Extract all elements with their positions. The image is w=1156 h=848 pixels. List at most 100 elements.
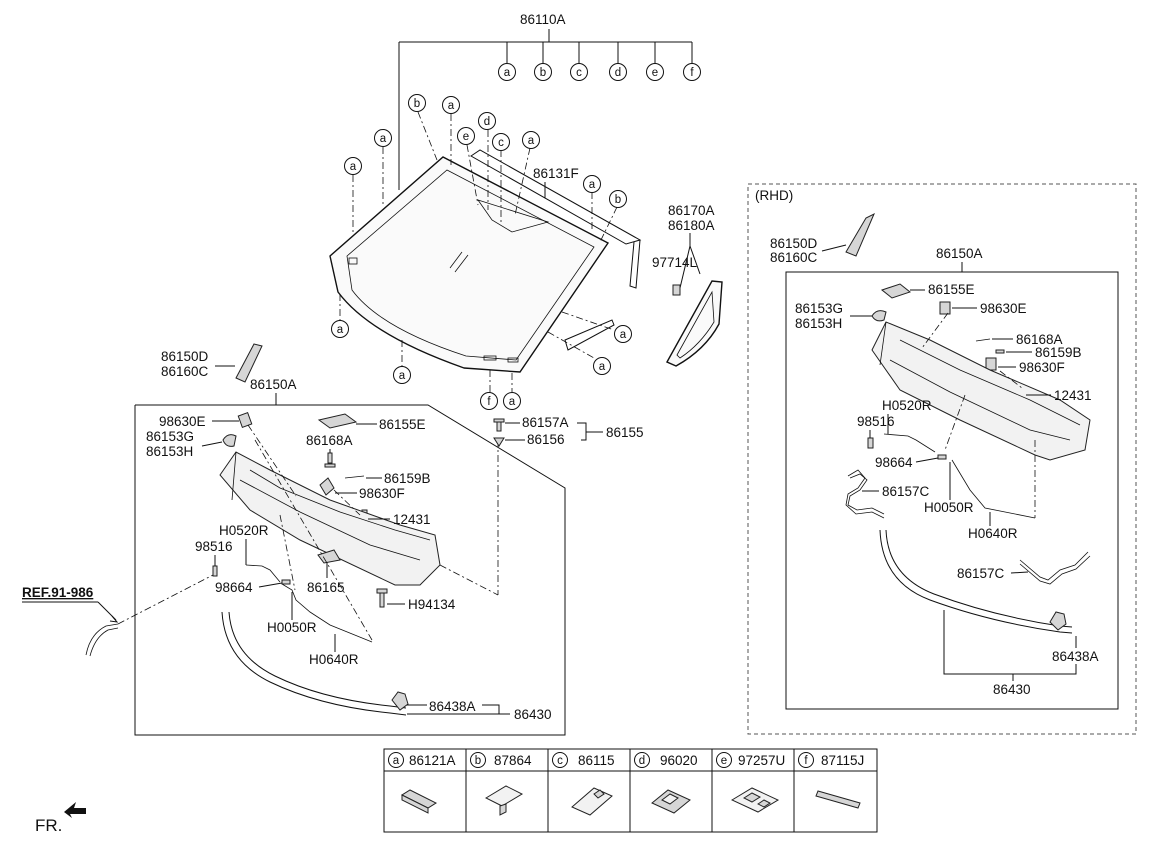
legend-cell-c: c 86115 [552, 752, 615, 816]
rhd-label-98664: 98664 [875, 455, 913, 470]
svg-text:f: f [804, 755, 808, 767]
svg-text:a: a [399, 370, 406, 382]
ws-callout-a7: a [393, 366, 411, 384]
ws-callout-a5: a [583, 175, 601, 193]
svg-text:c: c [498, 137, 504, 149]
label-86170A: 86170A [668, 203, 715, 218]
lhd-leaders [117, 424, 499, 641]
part-87115J-icon [815, 790, 861, 809]
lhd-label-86153H: 86153H [146, 444, 193, 459]
lhd-label-H0520R: H0520R [219, 523, 269, 538]
quarter-glass [666, 280, 723, 367]
part-87864-icon [484, 785, 524, 807]
lhd-end-cover [235, 343, 263, 383]
svg-text:a: a [350, 161, 357, 173]
svg-text:b: b [540, 67, 546, 79]
lhd-label-86150D: 86150D [161, 349, 209, 364]
front-arrow-icon [64, 802, 86, 818]
rhd-label-12431: 12431 [1054, 388, 1092, 403]
rhd-label-H0520R: H0520R [882, 398, 932, 413]
lhd-label-86165: 86165 [307, 580, 345, 595]
ws-callout-a2: a [374, 129, 392, 147]
rhd-label-86160C: 86160C [770, 250, 818, 265]
svg-text:e: e [721, 755, 727, 767]
legend-cell-a: a 86121A [388, 752, 456, 814]
ws-callout-a1: a [344, 157, 362, 175]
lhd-label-12431: 12431 [393, 512, 431, 527]
ws-callout-b1: b [408, 94, 426, 112]
lhd-parts [212, 412, 441, 643]
svg-text:f: f [487, 396, 491, 408]
lhd-label-86159B: 86159B [384, 471, 431, 486]
lhd-label-86430: 86430 [514, 707, 552, 722]
svg-text:a: a [448, 100, 455, 112]
ws-callout-a6: a [331, 320, 349, 338]
legend-part-b: 87864 [494, 753, 532, 768]
svg-text:d: d [484, 116, 490, 128]
legend-part-e: 97257U [738, 753, 785, 768]
legend-part-f: 87115J [821, 753, 864, 768]
ws-callout-a10: a [593, 357, 611, 375]
ws-callout-a3: a [442, 96, 460, 114]
rhd-leaders [921, 312, 1036, 518]
rhd-parts [845, 283, 1091, 634]
windshield-molding [470, 149, 642, 351]
ws-callout-c: c [492, 133, 510, 151]
top-callout-b: b [534, 63, 552, 81]
rhd-label-86430: 86430 [993, 682, 1031, 697]
rhd-label-H0050R: H0050R [924, 500, 974, 515]
rhd-title: (RHD) [755, 188, 793, 203]
legend-part-c: 86115 [578, 753, 615, 768]
legend-cell-e: e 97257U [716, 752, 785, 813]
label-86131F: 86131F [533, 166, 579, 181]
svg-text:e: e [463, 131, 469, 143]
lhd-label-86438A: 86438A [429, 699, 476, 714]
svg-text:d: d [639, 755, 645, 767]
ws-callout-f: f [480, 392, 498, 410]
windshield-leaders [339, 111, 618, 392]
svg-text:a: a [509, 396, 516, 408]
svg-text:c: c [557, 755, 563, 767]
svg-text:a: a [337, 324, 344, 336]
rhd-inner-frame [785, 271, 1119, 710]
rhd-label-98516: 98516 [857, 414, 895, 429]
lhd-label-H94134: H94134 [408, 597, 456, 612]
legend-part-d: 96020 [660, 753, 698, 768]
rhd-label-86157C-2: 86157C [957, 566, 1005, 581]
svg-text:b: b [414, 98, 420, 110]
top-callout-c: c [570, 63, 588, 81]
ws-callout-a8: a [503, 392, 521, 410]
svg-text:a: a [528, 135, 535, 147]
lhd-label-86168A: 86168A [306, 433, 353, 448]
rhd-label-H0640R: H0640R [968, 526, 1018, 541]
ws-callout-d: d [478, 112, 496, 130]
front-indicator-label: FR. [35, 816, 62, 835]
svg-text:a: a [589, 179, 596, 191]
ref-link[interactable]: REF.91-986 [22, 585, 94, 600]
rhd-label-86153G: 86153G [795, 301, 843, 316]
legend-table [383, 748, 878, 833]
rhd-label-86155E: 86155E [928, 282, 975, 297]
rhd-label-86150D: 86150D [770, 236, 818, 251]
svg-text:d: d [615, 67, 621, 79]
rhd-label-86438A: 86438A [1052, 649, 1099, 664]
svg-text:f: f [690, 67, 694, 79]
lhd-weatherstrip [221, 611, 409, 716]
label-97714L: 97714L [652, 255, 698, 270]
label-86157A: 86157A [522, 415, 569, 430]
legend-cell-b: b 87864 [470, 752, 532, 816]
svg-text:b: b [475, 755, 481, 767]
svg-text:b: b [615, 194, 621, 206]
rhd-label-86168A: 86168A [1016, 332, 1063, 347]
rhd-label-86157C-1: 86157C [882, 484, 930, 499]
lhd-label-H0050R: H0050R [267, 620, 317, 635]
rhd-label-98630E: 98630E [980, 301, 1027, 316]
ws-callout-a9: a [614, 325, 632, 343]
label-86156: 86156 [527, 432, 565, 447]
top-callout-a: a [498, 63, 516, 81]
windshield-glass [329, 156, 610, 373]
svg-text:a: a [599, 361, 606, 373]
lhd-label-98664: 98664 [215, 580, 253, 595]
lhd-label-98630E: 98630E [159, 414, 206, 429]
